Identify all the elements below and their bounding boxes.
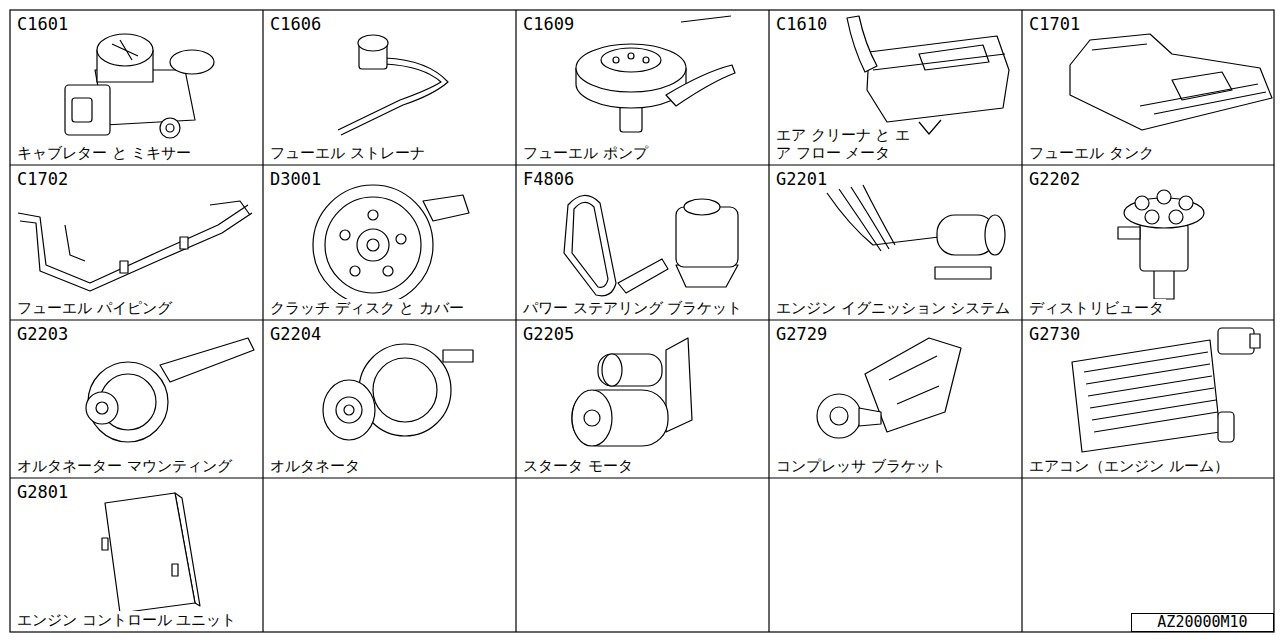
carburetor-drawing [65, 34, 214, 138]
section-name: フューエル ストレーナ [268, 144, 427, 162]
section-code: C1601 [15, 14, 70, 35]
section-name: オルタネーター マウンティング [15, 457, 234, 475]
catalog-cell: G2204 オルタネータ [264, 321, 515, 477]
section-name: パワー ステアリング ブラケット [521, 299, 744, 317]
catalog-cell: C1701 フューエル タンク [1023, 11, 1274, 164]
section-code: G2729 [774, 324, 829, 345]
section-name: エア クリーナ と エア フロー メータ [774, 126, 913, 162]
catalog-cell: G2729 コンプレッサ ブラケット [770, 321, 1021, 477]
grid-lines [10, 10, 1274, 632]
catalog-cell: G2203 オルタネーター マウンティング [11, 321, 262, 477]
air-conditioner-drawing [1072, 328, 1260, 452]
drawing-number: AZ20000M10 [1155, 614, 1249, 631]
section-code: C1609 [521, 14, 576, 35]
section-name: フューエル ポンプ [521, 144, 650, 162]
section-code: G2202 [1027, 169, 1082, 190]
fuel-pump-drawing [576, 16, 735, 132]
catalog-cell: G2202 ディストリビュータ [1023, 166, 1274, 319]
section-name: オルタネータ [268, 457, 362, 475]
drawing-number-box: AZ20000M10 [1131, 613, 1274, 632]
section-code: G2801 [15, 482, 70, 503]
section-code: G2205 [521, 324, 576, 345]
engine-control-unit-drawing [102, 493, 200, 613]
section-name: フューエル タンク [1027, 144, 1156, 162]
section-code: C1701 [1027, 14, 1082, 35]
ignition-system-drawing [827, 185, 1005, 279]
fuel-piping-drawing [18, 201, 252, 291]
section-code: G2730 [1027, 324, 1082, 345]
catalog-cell: G2205 スタータ モータ [517, 321, 768, 477]
section-name: エンジン イグニッション システム [774, 299, 1012, 317]
air-cleaner-drawing [847, 16, 1009, 134]
section-name: コンプレッサ ブラケット [774, 457, 948, 475]
catalog-cell: C1610 エア クリーナ と エア フロー メータ [770, 11, 1021, 164]
section-name: キャブレター と ミキサー [15, 144, 193, 162]
section-name: ディストリビュータ [1027, 299, 1166, 317]
power-steering-bracket-drawing [564, 195, 738, 295]
fuel-strainer-drawing [338, 35, 448, 135]
section-name: スタータ モータ [521, 457, 635, 475]
distributor-drawing [1118, 190, 1204, 299]
section-code: C1606 [268, 14, 323, 35]
grid-frame [10, 10, 1274, 632]
section-name: エンジン コントロール ユニット [15, 611, 238, 629]
section-code: D3001 [268, 169, 323, 190]
section-code: F4806 [521, 169, 576, 190]
fuel-tank-drawing [1070, 34, 1272, 130]
catalog-cell: G2801 エンジン コントロール ユニット [11, 479, 262, 631]
section-name: クラッチ ディスク と カバー [268, 299, 466, 317]
starter-motor-drawing [572, 338, 692, 446]
compressor-bracket-drawing [817, 338, 961, 438]
catalog-cell: F4806 パワー ステアリング ブラケット [517, 166, 768, 319]
alternator-drawing [323, 344, 473, 440]
catalog-cell: C1702 フューエル パイピング [11, 166, 262, 319]
catalog-cell: C1601 キャブレター と ミキサー [11, 11, 262, 164]
alternator-mounting-drawing [86, 338, 254, 442]
catalog-cell: G2730 エアコン（エンジン ルーム） [1023, 321, 1274, 477]
catalog-cell: G2201 エンジン イグニッション システム [770, 166, 1021, 319]
section-code: G2203 [15, 324, 70, 345]
catalog-cell: D3001 クラッチ ディスク と カバー [264, 166, 515, 319]
section-code: G2204 [268, 324, 323, 345]
catalog-cell: C1609 フューエル ポンプ [517, 11, 768, 164]
section-code: G2201 [774, 169, 829, 190]
section-name: フューエル パイピング [15, 299, 174, 317]
catalog-cell: C1606 フューエル ストレーナ [264, 11, 515, 164]
section-name: エアコン（エンジン ルーム） [1027, 457, 1231, 475]
section-code: C1610 [774, 14, 829, 35]
section-code: C1702 [15, 169, 70, 190]
clutch-drawing [313, 185, 469, 305]
